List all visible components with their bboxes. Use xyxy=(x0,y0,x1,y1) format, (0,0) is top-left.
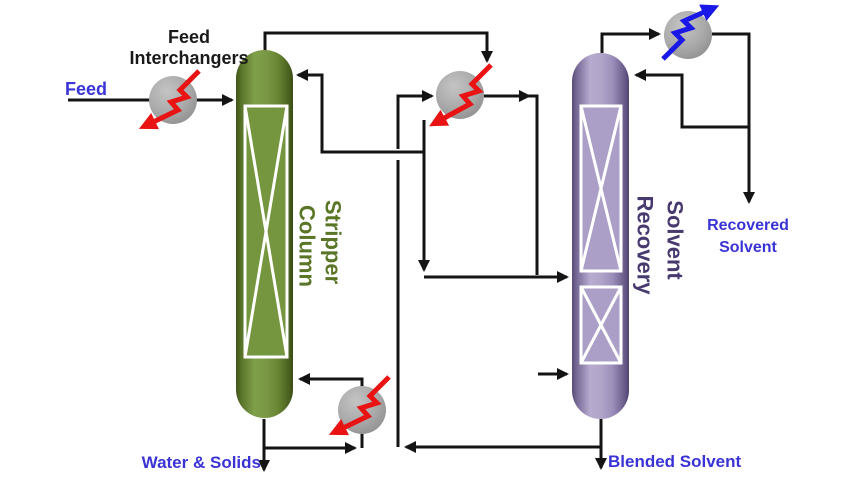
solvent-overhead-line xyxy=(600,28,661,53)
stripper-reflux-line xyxy=(296,69,424,154)
condenser-outlet-line xyxy=(527,94,539,275)
recovered-solvent-label-line2: Solvent xyxy=(719,239,777,256)
cold-duty-arrow-solvent-condenser xyxy=(661,4,720,61)
recovered-solvent-label-line1: Recovered xyxy=(707,217,789,234)
stripper-overhead-line xyxy=(263,31,493,63)
solvent-reflux-line xyxy=(634,69,749,129)
feed-interchangers-label-line1: Feed xyxy=(168,27,210,47)
hot-duty-arrow-feed-interchanger xyxy=(138,69,201,130)
blended-solvent-label: Blended Solvent xyxy=(608,452,742,471)
feed-stream-label: Feed xyxy=(65,79,107,99)
stripper-column-label-word2: Column xyxy=(294,205,319,287)
stripper-column-vessel xyxy=(236,50,293,418)
solvent-recovery-label-word2: Recovery xyxy=(632,195,657,295)
recycle-riser-line xyxy=(396,96,432,447)
reboiler-return-line xyxy=(298,373,364,388)
feed-interchangers-label-line2: Interchangers xyxy=(129,48,248,68)
hot-duty-arrow-reboiler xyxy=(328,375,391,436)
recovered-solvent-line xyxy=(712,32,755,204)
solvent-recovery-label-word1: Solvent xyxy=(662,200,687,280)
stripper-column-label-word1: Stripper xyxy=(320,200,345,285)
water-and-solids-label: Water & Solids xyxy=(142,453,261,472)
hot-duty-arrow-overhead-exchanger xyxy=(429,63,493,127)
solvent-recovery-vessel xyxy=(572,53,629,419)
